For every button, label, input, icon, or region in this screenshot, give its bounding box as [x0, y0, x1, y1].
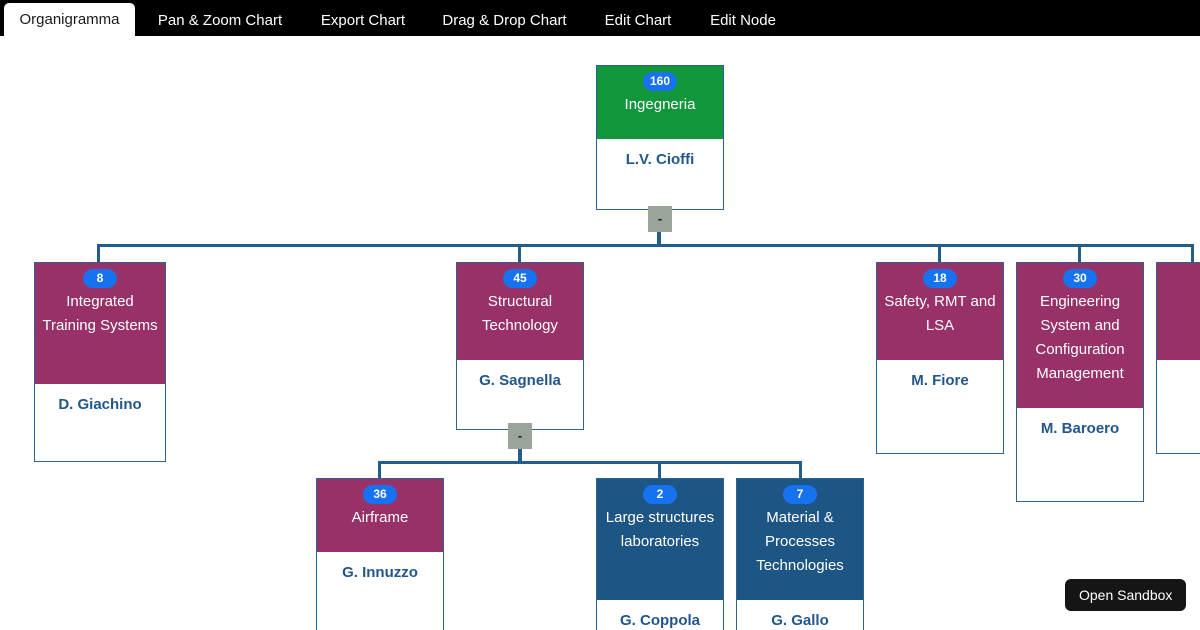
tab-organigramma[interactable]: Organigramma: [4, 3, 135, 36]
org-node-material-and-processes-technologies[interactable]: 7 Material & Processes Technologies G. G…: [736, 478, 864, 630]
headcount-badge: 8: [83, 269, 117, 288]
headcount-badge: 45: [503, 269, 537, 288]
headcount-badge: 18: [923, 269, 957, 288]
org-node-title: Structural Technology: [482, 293, 558, 334]
org-node-root[interactable]: 160 Ingegneria L.V. Cioffi: [596, 65, 724, 210]
collapse-toggle-root[interactable]: -: [648, 206, 672, 232]
org-node-header: 7 Material & Processes Technologies: [737, 479, 863, 600]
tab-label: Drag & Drop Chart: [442, 11, 567, 29]
org-node-header: 18 Safety, RMT and LSA: [877, 263, 1003, 360]
tab-label: Edit Chart: [604, 11, 672, 29]
tab-export-chart[interactable]: Export Chart: [302, 4, 424, 36]
org-node-engineering-system-and-configuration-management[interactable]: 30 Engineering System and Configuration …: [1016, 262, 1144, 502]
connector-drop-clipped-right: [1191, 244, 1194, 263]
tab-label: Export Chart: [320, 11, 406, 29]
tab-label: Organigramma: [19, 11, 120, 28]
org-node-title: Material & Processes Technologies: [756, 509, 844, 574]
tab-bar: Organigramma Pan & Zoom Chart Export Cha…: [0, 0, 1200, 36]
org-node-header: 45 Structural Technology: [457, 263, 583, 360]
org-node-header: 36 Airframe: [317, 479, 443, 552]
org-node-manager: L.V. Cioffi: [597, 139, 723, 168]
org-node-clipped-right[interactable]: C. M: [1156, 262, 1200, 454]
connector-drop-safety-rmt-and-lsa: [938, 244, 941, 263]
org-chart-canvas[interactable]: 160 Ingegneria L.V. Cioffi - 8 Integrate…: [0, 36, 1200, 630]
org-node-title: Safety, RMT and LSA: [884, 293, 996, 334]
org-node-title: Large structures laboratories: [605, 509, 715, 550]
headcount-badge: 160: [643, 72, 677, 91]
connector-drop-engineering-system-and-configuration-management: [1078, 244, 1081, 263]
headcount-badge: 2: [643, 485, 677, 504]
org-node-header: 2 Large structures laboratories: [597, 479, 723, 600]
collapse-toggle-structural-technology[interactable]: -: [508, 423, 532, 449]
connector-drop-structural-technology: [518, 244, 521, 263]
headcount-badge: 30: [1063, 269, 1097, 288]
org-node-manager: G. Gallo: [737, 600, 863, 629]
connector-level2-bar: [97, 244, 1194, 247]
headcount-badge: 7: [783, 485, 817, 504]
org-node-manager: C. M: [1157, 360, 1200, 389]
tab-pan-zoom-chart[interactable]: Pan & Zoom Chart: [140, 4, 300, 36]
org-node-title: Ingegneria: [624, 96, 696, 113]
org-node-manager: D. Giachino: [35, 384, 165, 413]
org-node-header: 160 Ingegneria: [597, 66, 723, 139]
org-node-title: Engineering System and Configuration Man…: [1035, 293, 1125, 382]
org-node-safety-rmt-and-lsa[interactable]: 18 Safety, RMT and LSA M. Fiore: [876, 262, 1004, 454]
headcount-badge: 36: [363, 485, 397, 504]
org-node-manager: M. Fiore: [877, 360, 1003, 389]
org-node-header: 8 Integrated Training Systems: [35, 263, 165, 384]
org-node-title: Airframe: [351, 509, 409, 526]
org-node-title: Integrated Training Systems: [42, 293, 158, 334]
org-node-integrated-training-systems[interactable]: 8 Integrated Training Systems D. Giachin…: [34, 262, 166, 462]
tab-label: Pan & Zoom Chart: [157, 11, 283, 29]
tab-edit-chart[interactable]: Edit Chart: [585, 4, 691, 36]
org-node-structural-technology[interactable]: 45 Structural Technology G. Sagnella: [456, 262, 584, 430]
connector-drop-large-structures-laboratories: [658, 461, 661, 480]
tab-edit-node[interactable]: Edit Node: [693, 4, 793, 36]
org-node-large-structures-laboratories[interactable]: 2 Large structures laboratories G. Coppo…: [596, 478, 724, 630]
org-node-manager: G. Coppola: [597, 600, 723, 629]
connector-drop-integrated-training-systems: [97, 244, 100, 263]
tab-drag-drop-chart[interactable]: Drag & Drop Chart: [426, 4, 583, 36]
connector-drop-airframe: [378, 461, 381, 480]
connector-drop-material-and-processes-technologies: [799, 461, 802, 480]
org-node-manager: G. Innuzzo: [317, 552, 443, 581]
open-sandbox-label: Open Sandbox: [1079, 587, 1173, 603]
org-node-airframe[interactable]: 36 Airframe G. Innuzzo: [316, 478, 444, 630]
connector-level3-bar: [378, 461, 802, 464]
tab-label: Edit Node: [710, 11, 776, 29]
org-node-header: [1157, 263, 1200, 360]
open-sandbox-button[interactable]: Open Sandbox: [1065, 579, 1187, 611]
org-node-header: 30 Engineering System and Configuration …: [1017, 263, 1143, 408]
org-node-manager: G. Sagnella: [457, 360, 583, 389]
org-node-manager: M. Baroero: [1017, 408, 1143, 437]
